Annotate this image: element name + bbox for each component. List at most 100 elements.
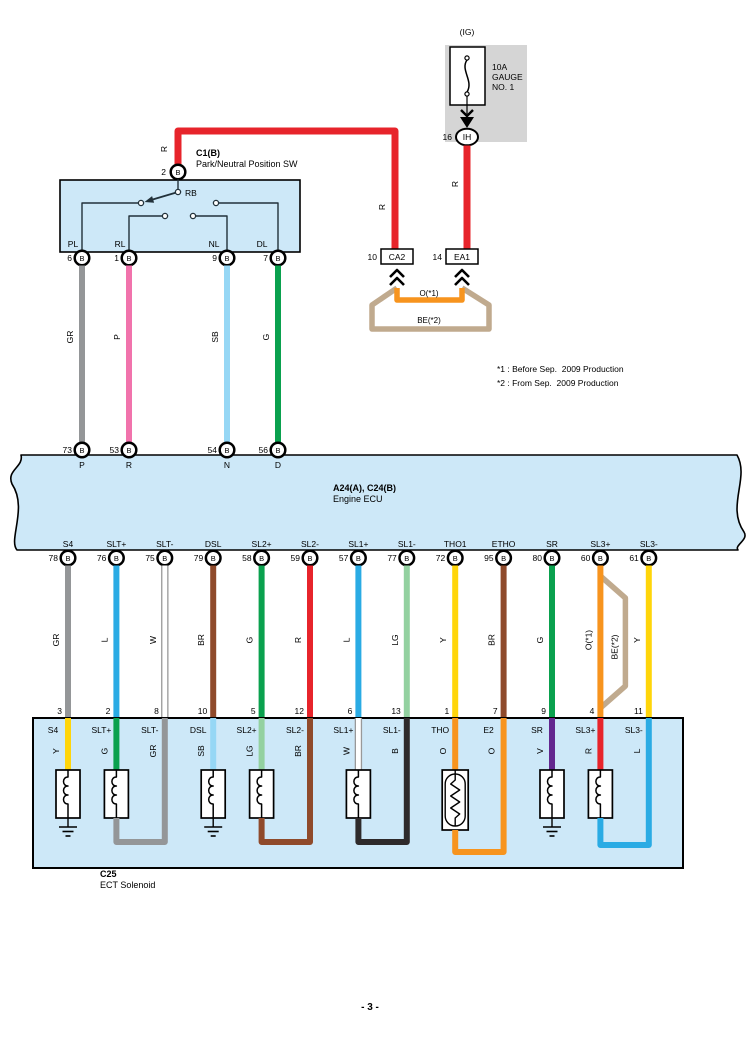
pin-number: 16 [443,132,453,142]
be-branch-wire [598,573,629,711]
pin-connector [269,441,287,459]
pin-number: 9 [212,253,217,263]
wire-color-label: O [487,747,497,754]
connector-label: CA2 [389,252,406,262]
c1b-connector-code: C1(B) [196,148,220,158]
fuse-terminal [464,91,470,97]
pin-number: 3 [57,706,62,716]
pin-number: 54 [208,445,218,455]
wire-color-label: BR [487,634,497,646]
pin-number: 76 [97,553,107,563]
pin-number: 11 [634,706,643,716]
wire-color-label: GR [148,745,158,758]
ecu-connector-code: A24(A), C24(B) [333,483,397,493]
ecu-terminal-label: N [224,460,230,470]
pin-number: 56 [259,445,269,455]
red-wire [174,127,399,249]
switch-arm [150,191,179,201]
pin-number: 2 [161,167,166,177]
solenoid-coil [345,769,372,819]
production-note-2: *2 : From Sep. 2009 Production [497,378,619,388]
pin-letter: B [211,554,216,563]
c25-connector-code: C25 [100,869,117,879]
solenoid-terminal-label: SLT- [141,725,158,735]
switch-contact [137,199,145,207]
switch-wire [128,215,165,252]
wire-color-label: O [438,747,448,754]
wire-color-label: G [99,748,109,755]
pin-number: 10 [198,706,208,716]
pin-number: 9 [541,706,546,716]
u-link-wire [258,718,313,845]
c1b-connector-name: Park/Neutral Position SW [196,158,298,169]
production-note-1: *1 : Before Sep. 2009 Production [497,364,624,374]
u-link-wire [355,718,410,845]
pin-letter: B [114,554,119,563]
pin-letter: B [549,554,554,563]
shield-chevron-icon [454,276,470,286]
rb-label: RB [185,188,197,198]
ecu-terminal-label: D [275,460,281,470]
pin-number: 6 [348,706,353,716]
ca2-connector [380,248,414,265]
shield-chevron-icon [454,268,470,278]
pin-number: 79 [194,553,204,563]
wire-color-label: Y [632,637,642,643]
coil-winding [256,770,263,818]
pin-connector [349,549,367,567]
pin-number: 1 [114,253,119,263]
ecu-terminal-label: SL3+ [590,539,610,549]
shield-chevron-icon [389,276,405,286]
wire-color-label: R [450,181,460,187]
solenoid-terminal-label: S4 [48,725,59,735]
wire-color-label: G [535,637,545,644]
switch-wire [216,202,279,252]
ecu-terminal-label: S4 [63,539,74,549]
solenoid-terminal-label: SL1+ [333,725,353,735]
solenoid-terminal-label: SL2+ [237,725,257,735]
pin-number: 7 [493,706,498,716]
wire-color-label: O(*1) [583,630,593,650]
switch-contact [161,212,169,220]
pin-connector [204,549,222,567]
fuse-terminal [464,55,470,61]
u-link-wire [113,718,168,845]
switch-wire [193,215,228,252]
ecu-terminal-label: P [79,460,85,470]
orange-wire [394,288,465,303]
c1b-title: C1(B) Park/Neutral Position SW [196,148,298,169]
wire-color-label: BR [293,745,303,757]
wire-color-label: BE(*2) [609,634,619,659]
wire-color-label: B [390,748,400,754]
wire-color-label: G [245,637,255,644]
ih-connector [455,127,479,147]
solenoid-terminal-label: SL2- [286,725,304,735]
solenoid-terminal-label: E2 [483,725,494,735]
ecu-terminal-label: ETHO [492,539,516,549]
pin-connector [398,549,416,567]
pin-connector [446,549,464,567]
ecu-terminal-label: SR [546,539,558,549]
pin-connector [120,441,138,459]
wire-color-label: BR [196,634,206,646]
switch-wire [81,202,141,252]
pin-letter: B [501,554,506,563]
page-number: - 3 - [361,1002,379,1013]
pin-number: 73 [63,445,73,455]
pin-connector [591,549,609,567]
wire-color-label: L [99,637,109,642]
pin-connector [253,549,271,567]
wire-color-label: Y [51,748,61,754]
fuse-element [464,59,470,93]
wire-color-label: GR [65,331,75,344]
pin-letter: B [356,554,361,563]
coil-winding [62,770,69,818]
pin-letter: B [307,554,312,563]
fuse-rating-label: 10A GAUGE NO. 1 [492,62,523,92]
pin-number: 14 [433,252,443,262]
pin-number: 1 [444,706,449,716]
connector-label: EA1 [454,252,470,262]
ecu-terminal-label: SL1+ [348,539,368,549]
switch-contact [212,199,220,207]
